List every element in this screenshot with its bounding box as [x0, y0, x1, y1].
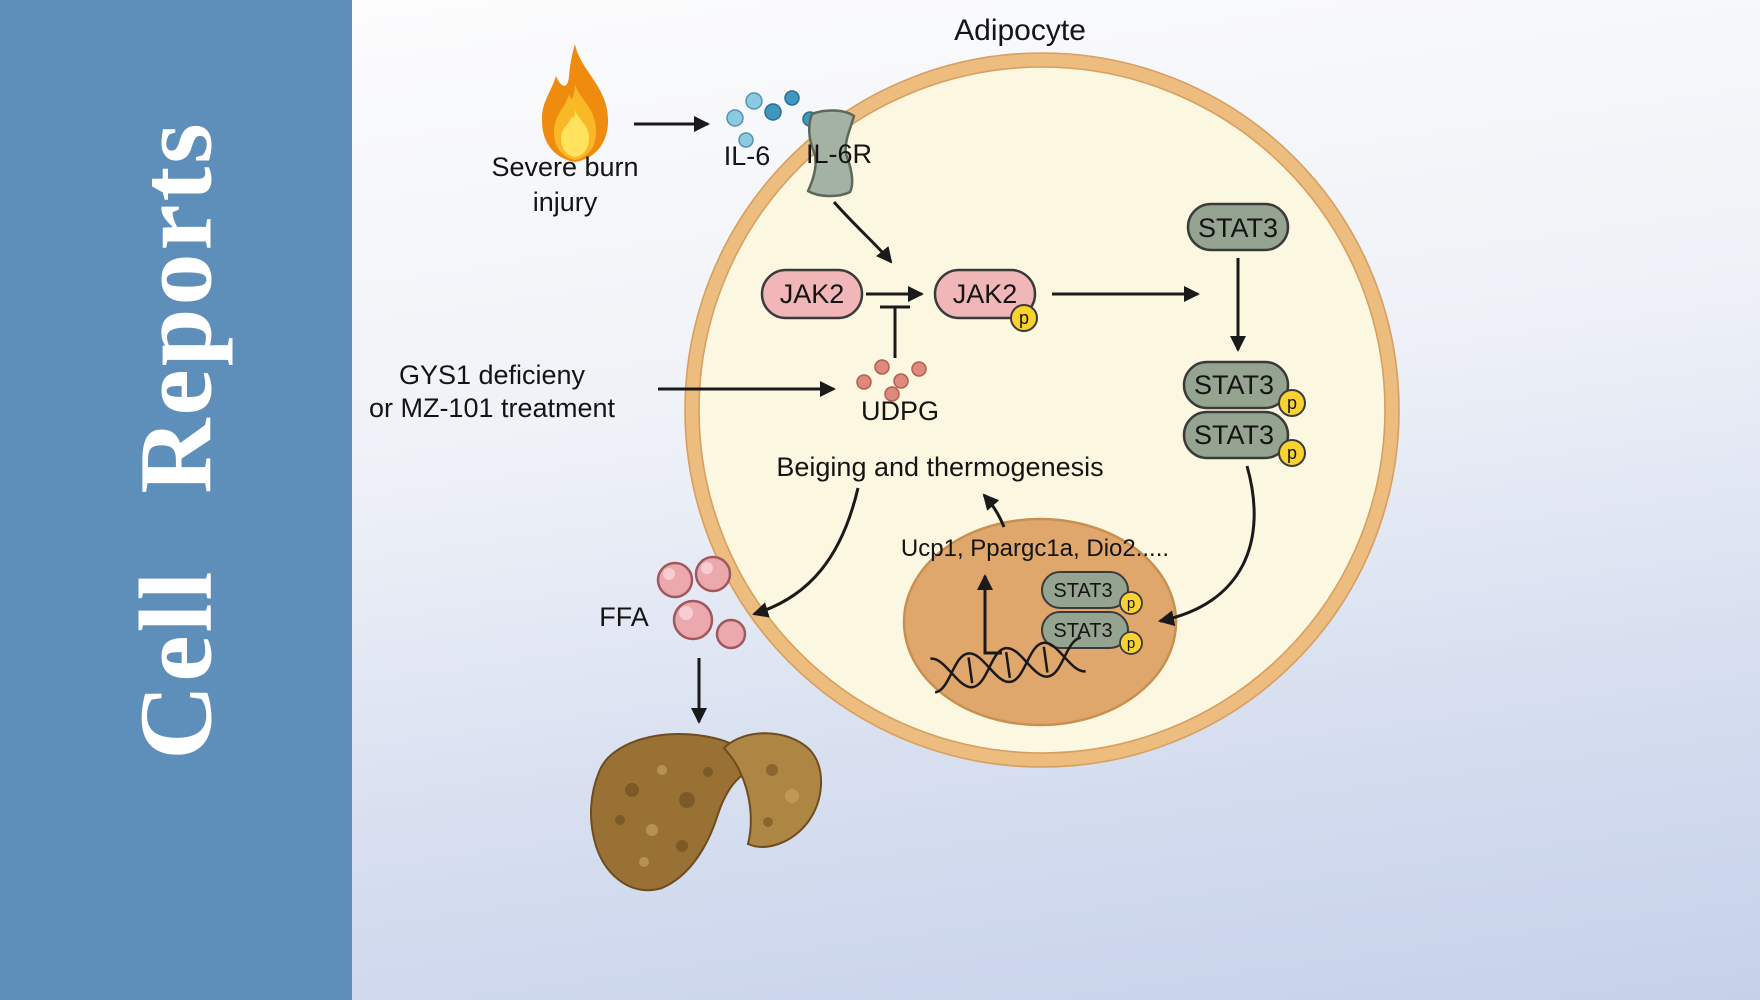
severe-burn-label-line2: injury [533, 187, 598, 217]
jak2p-label: JAK2 [953, 279, 1018, 309]
nuclear-stat3-dimer: STAT3 p STAT3 p [1041, 571, 1143, 655]
stat3-label: STAT3 [1198, 213, 1278, 243]
phospho-p-label: p [1127, 635, 1135, 652]
cell-membrane-inner-edge [698, 66, 1386, 754]
adipocyte-label: Adipocyte [954, 14, 1086, 47]
nuclear-stat3-label-2: STAT3 [1053, 620, 1112, 642]
stat3-dimer-label-1: STAT3 [1194, 370, 1274, 400]
pathway-diagram: JAK2 JAK2 p STAT3 STAT3 p STAT3 [369, 14, 1400, 892]
udpg-dots [856, 359, 927, 402]
journal-sidebar: Cell Reports [0, 0, 352, 1000]
arrow-beiging-to-ffa [752, 487, 860, 618]
arrow-il6r-to-jak2 [832, 201, 893, 264]
nuclear-stat3-label-1: STAT3 [1053, 580, 1112, 602]
inhibition-tbar [880, 305, 910, 358]
phospho-badge [1119, 631, 1143, 655]
jak2-label: JAK2 [780, 279, 845, 309]
phospho-badge [1119, 591, 1143, 615]
arrow-dimer-to-nucleus [1158, 465, 1256, 627]
liver-icon [589, 732, 822, 892]
jak2-box: JAK2 [760, 268, 864, 320]
il6r-receptor [806, 109, 856, 198]
il6-dots [726, 90, 818, 148]
target-genes-label: Ucp1, Ppargc1a, Dio2..... [901, 535, 1169, 562]
beiging-label: Beiging and thermogenesis [776, 452, 1103, 482]
liver-spots [615, 764, 799, 867]
phospho-p-label: p [1019, 308, 1029, 328]
gys1-label-line1: GYS1 deficieny [399, 360, 586, 390]
il6-label: IL-6 [724, 141, 771, 171]
cell-membrane-outer-edge [684, 52, 1400, 768]
ffa-label: FFA [599, 602, 649, 632]
phospho-p-label: p [1127, 595, 1135, 612]
stat3-phospho-dimer: STAT3 p STAT3 p [1182, 360, 1306, 467]
phospho-p-label: p [1287, 393, 1297, 413]
jak2-phospho-box: JAK2 p [933, 268, 1038, 332]
phospho-badge [1278, 439, 1306, 467]
il6r-label: IL-6R [806, 139, 872, 169]
stat3-box: STAT3 [1186, 202, 1290, 252]
fire-icon [541, 44, 609, 162]
phospho-badge [1278, 389, 1306, 417]
journal-title: Cell Reports [118, 120, 234, 760]
phospho-badge [1010, 304, 1038, 332]
udpg-label: UDPG [861, 396, 939, 426]
arrows-layer [634, 116, 1256, 724]
dna-helix-icon [930, 636, 1086, 694]
stat3-dimer-label-2: STAT3 [1194, 420, 1274, 450]
arrow-nucleus-to-beiging [982, 493, 1006, 528]
gys1-label-line2: or MZ-101 treatment [369, 393, 616, 423]
phospho-p-label: p [1287, 443, 1297, 463]
ffa-droplets [656, 555, 747, 650]
diagram-canvas: JAK2 JAK2 p STAT3 STAT3 p STAT3 [352, 0, 1760, 1000]
severe-burn-label-line1: Severe burn [491, 152, 638, 182]
